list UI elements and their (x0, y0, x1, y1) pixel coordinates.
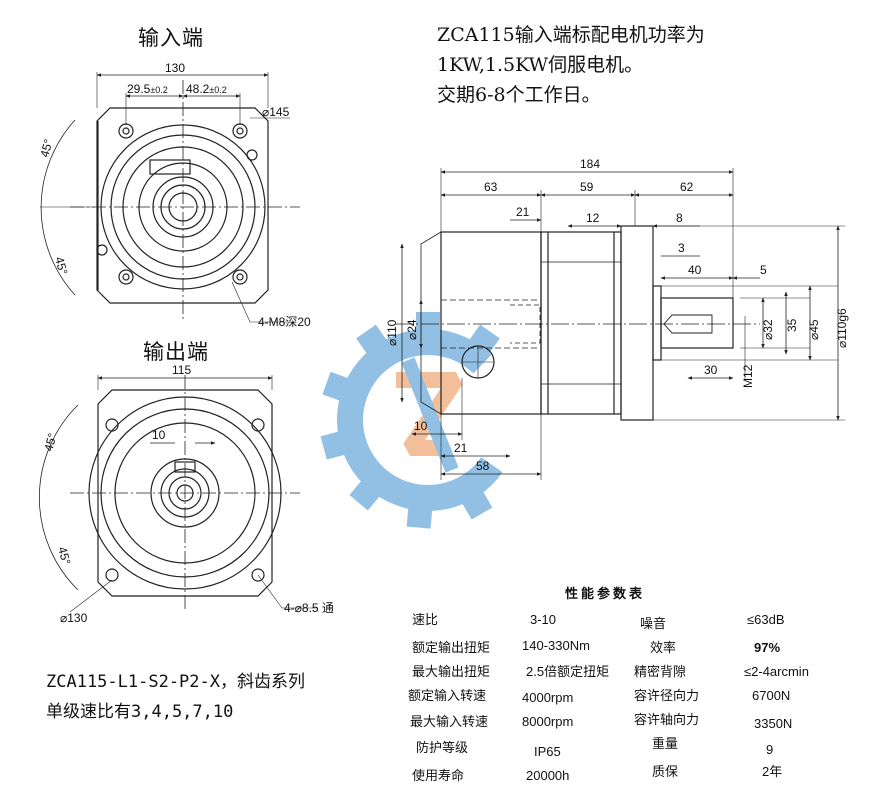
spec-value: 2年 (762, 764, 782, 779)
seg-2-label: 59 (580, 180, 594, 194)
input-offset-right-label: 48.2±0.2 (186, 82, 227, 96)
spec-table-title: 性能参数表 (565, 586, 645, 601)
spec-value: IP65 (534, 744, 561, 759)
thread-m12-label: M12 (741, 364, 755, 388)
seg-3-label: 62 (680, 180, 694, 194)
dim-58-label: 58 (476, 459, 490, 473)
dim-5-label: 5 (760, 263, 767, 277)
output-end-heading: 输出端 (143, 340, 209, 364)
spec-label: 防护等级 (416, 740, 468, 755)
spec-value: 4000rpm (522, 690, 573, 705)
model-description: ZCA115-L1-S2-P2-X，斜齿系列 单级速比有3,4,5,7,10 (46, 667, 305, 727)
dim-21-bottom-label: 21 (454, 441, 468, 455)
gear-logo (320, 312, 519, 529)
input-end-dimensions: 130 29.5±0.2 48.2±0.2 ⌀145 45° 45° 4-M8深… (37, 61, 311, 329)
output-end-view (38, 375, 318, 613)
model-line-1: ZCA115-L1-S2-P2-X，斜齿系列 (46, 672, 305, 692)
spec-label: 最大输入转速 (410, 714, 488, 729)
side-view-dimensions: 184 63 59 62 21 12 8 3 40 5 ⌀110 ⌀24 ⌀32… (385, 157, 849, 473)
seg-1-label: 63 (484, 180, 498, 194)
spec-value: ≤2-4arcmin (744, 664, 809, 679)
total-length-label: 184 (580, 157, 600, 171)
dia-45-label: ⌀45 (807, 319, 821, 340)
spec-label: 质保 (652, 764, 678, 779)
dim-40-label: 40 (688, 263, 702, 277)
dim-10-label: 10 (414, 419, 428, 433)
input-angle-bottom-label: 45° (52, 255, 70, 276)
spec-label: 额定输出扭矩 (412, 640, 490, 655)
spec-label: 精密背隙 (634, 664, 686, 679)
dim-3-label: 3 (678, 241, 685, 255)
dim-30-label: 30 (704, 363, 718, 377)
spec-row: 最大输入转速 8000rpm 容许轴向力 3350N (410, 712, 792, 731)
output-angle-bottom-label: 45° (55, 545, 73, 566)
dim-21-top-label: 21 (516, 205, 530, 219)
spec-value: ≤63dB (747, 612, 785, 627)
spec-value: 140-330Nm (522, 638, 590, 653)
note-line-3: 交期6-8个工作日。 (437, 84, 601, 106)
spec-value: 6700N (752, 688, 790, 703)
spec-value: 8000rpm (522, 714, 573, 729)
spec-row: 使用寿命 20000h 质保 2年 (412, 764, 782, 783)
dia-24-label: ⌀24 (405, 319, 419, 340)
dia-110-label: ⌀110 (385, 319, 399, 346)
spec-value: 9 (766, 742, 773, 757)
spec-value: 2.5倍额定扭矩 (526, 664, 609, 679)
spec-row: 速比 3-10 噪音 ≤63dB (412, 612, 785, 631)
spec-label: 额定输入转速 (408, 688, 486, 703)
input-end-view (40, 72, 300, 323)
delivery-note: ZCA115输入端标配电机功率为 1KW,1.5KW伺服电机。 交期6-8个工作… (437, 20, 705, 110)
spec-row: 最大输出扭矩 2.5倍额定扭矩 精密背隙 ≤2-4arcmin (412, 664, 809, 679)
spec-value: 20000h (526, 768, 569, 783)
spec-label: 容许径向力 (634, 688, 699, 703)
output-hole-note: 4-⌀8.5 通 (284, 601, 334, 615)
spec-label: 效率 (650, 640, 676, 655)
output-pcd-label: ⌀130 (60, 611, 88, 625)
output-angle-top-label: 45° (41, 431, 59, 452)
spec-label: 容许轴向力 (634, 712, 699, 727)
dia-110g6-label: ⌀110g6 (835, 308, 849, 348)
spec-row: 额定输出扭矩 140-330Nm 效率 97% (412, 638, 780, 655)
output-end-dimensions: 115 10 45° 45° ⌀130 4-⌀8.5 通 (41, 363, 334, 625)
input-hole-note: 4-M8深20 (258, 315, 311, 329)
note-line-1: ZCA115输入端标配电机功率为 (437, 24, 705, 46)
note-line-2: 1KW,1.5KW伺服电机。 (437, 54, 644, 76)
spec-label: 重量 (652, 736, 678, 751)
model-line-2: 单级速比有3,4,5,7,10 (46, 702, 234, 722)
spec-row: 防护等级 IP65 重量 9 (416, 736, 773, 759)
dia-32-label: ⌀32 (761, 319, 775, 340)
spec-row: 额定输入转速 4000rpm 容许径向力 6700N (408, 688, 790, 705)
spec-value: 3350N (754, 716, 792, 731)
spec-value: 97% (754, 640, 780, 655)
spec-label: 使用寿命 (412, 768, 464, 783)
dim-12-label: 12 (586, 211, 600, 225)
input-width-label: 130 (165, 61, 185, 75)
spec-label: 速比 (412, 612, 438, 627)
dim-35-label: 35 (785, 318, 799, 332)
spec-label: 最大输出扭矩 (412, 664, 490, 679)
input-end-heading: 输入端 (138, 26, 204, 50)
input-pcd-label: ⌀145 (262, 105, 290, 119)
input-offset-left-label: 29.5±0.2 (127, 82, 168, 96)
side-view (395, 168, 845, 480)
dim-8-label: 8 (676, 211, 683, 225)
spec-value: 3-10 (530, 612, 556, 627)
output-key-width-label: 10 (152, 428, 166, 442)
input-angle-top-label: 45° (37, 137, 55, 158)
output-width-label: 115 (172, 363, 191, 377)
spec-label: 噪音 (640, 616, 666, 631)
